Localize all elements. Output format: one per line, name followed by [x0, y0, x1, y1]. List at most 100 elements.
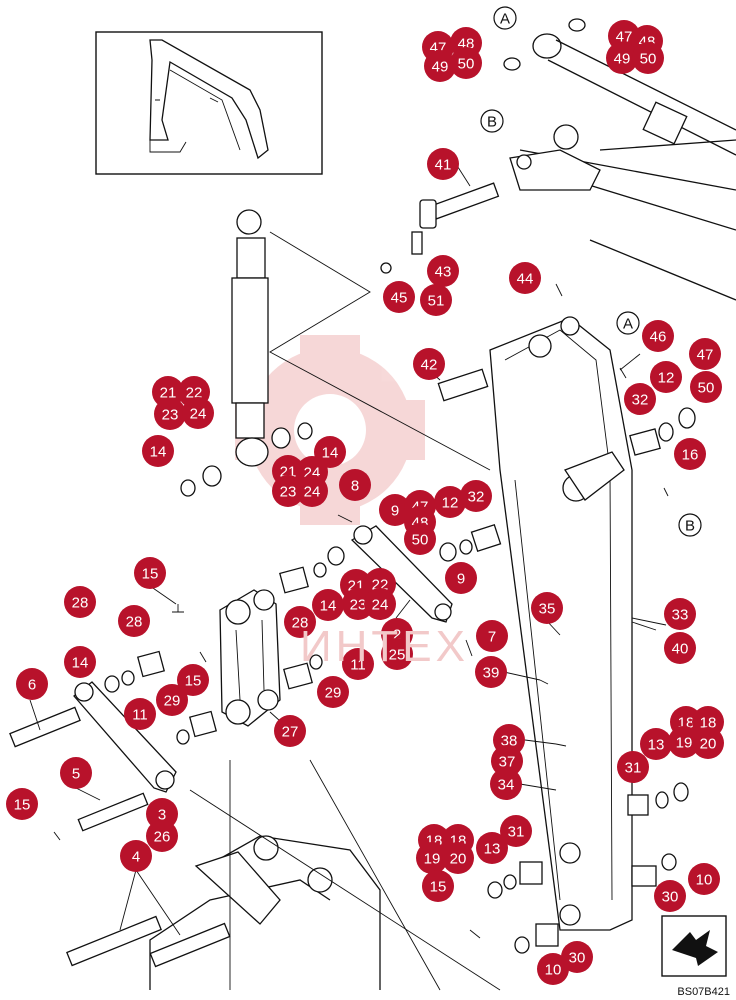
svg-text:24: 24	[304, 484, 321, 501]
pins	[9, 706, 231, 968]
callout-47: 47	[689, 338, 721, 370]
svg-text:28: 28	[72, 595, 89, 612]
svg-text:11: 11	[132, 707, 148, 724]
callout-23: 23	[154, 398, 186, 430]
svg-text:44: 44	[517, 271, 534, 288]
direction-icon	[661, 915, 727, 977]
bucket-cylinder	[231, 209, 491, 471]
callout-20: 20	[692, 727, 724, 759]
callout-15: 15	[177, 664, 209, 696]
callout-44: 44	[509, 262, 541, 294]
svg-text:14: 14	[150, 444, 167, 461]
callout-6: 6	[16, 668, 48, 700]
arm-body	[437, 316, 667, 931]
callout-25: 25	[381, 638, 413, 670]
svg-text:14: 14	[322, 445, 339, 462]
svg-text:37: 37	[499, 754, 516, 771]
callout-15: 15	[134, 557, 166, 589]
callout-30: 30	[654, 880, 686, 912]
svg-text:40: 40	[672, 641, 689, 658]
callout-31: 31	[617, 751, 649, 783]
svg-text:28: 28	[126, 614, 143, 631]
callout-28: 28	[118, 605, 150, 637]
callout-28: 28	[284, 606, 316, 638]
svg-text:6: 6	[28, 677, 36, 694]
svg-text:10: 10	[696, 872, 713, 889]
svg-text:45: 45	[391, 290, 408, 307]
callout-49: 49	[606, 42, 638, 74]
svg-text:15: 15	[185, 673, 202, 690]
svg-text:16: 16	[682, 447, 699, 464]
svg-text:34: 34	[498, 777, 515, 794]
callout-49: 49	[424, 50, 456, 82]
svg-text:15: 15	[142, 566, 159, 583]
svg-text:33: 33	[672, 607, 689, 624]
svg-text:29: 29	[325, 685, 342, 702]
callout-9: 9	[445, 562, 477, 594]
svg-text:B: B	[487, 114, 497, 131]
overview-inset	[95, 31, 323, 175]
svg-text:41: 41	[435, 157, 452, 174]
callout-46: 46	[642, 320, 674, 352]
svg-text:24: 24	[190, 406, 207, 423]
svg-text:28: 28	[292, 615, 309, 632]
bucket	[149, 759, 501, 991]
svg-text:12: 12	[442, 495, 459, 512]
fittings	[53, 367, 669, 939]
svg-text:18: 18	[700, 715, 717, 732]
callout-50: 50	[632, 42, 664, 74]
svg-text:A: A	[500, 11, 510, 28]
callout-27: 27	[274, 715, 306, 747]
svg-text:30: 30	[569, 950, 586, 967]
callout-19: 19	[416, 842, 448, 874]
callout-12: 12	[650, 361, 682, 393]
svg-text:50: 50	[640, 51, 657, 68]
svg-text:4: 4	[132, 849, 140, 866]
callout-51: 51	[420, 284, 452, 316]
letter-marker-a: A	[616, 311, 640, 335]
svg-text:12: 12	[658, 370, 675, 387]
svg-text:9: 9	[457, 571, 465, 588]
callout-29: 29	[317, 676, 349, 708]
callout-50: 50	[690, 371, 722, 403]
link-3	[73, 681, 177, 793]
callout-15: 15	[422, 870, 454, 902]
callout-42: 42	[413, 348, 445, 380]
svg-text:26: 26	[154, 829, 171, 846]
svg-text:27: 27	[282, 724, 299, 741]
callout-14: 14	[142, 435, 174, 467]
watermark-text: ИНТЕХ	[300, 622, 469, 671]
callout-50: 50	[404, 523, 436, 555]
svg-text:14: 14	[72, 655, 89, 672]
callout-34: 34	[490, 768, 522, 800]
callout-3: 3	[146, 798, 178, 830]
svg-text:50: 50	[698, 380, 715, 397]
callout-39: 39	[475, 656, 507, 688]
svg-text:29: 29	[164, 693, 181, 710]
link-2	[350, 525, 453, 623]
letter-marker-b: B	[480, 109, 504, 133]
svg-text:7: 7	[488, 629, 496, 646]
svg-text:50: 50	[458, 56, 475, 73]
svg-text:47: 47	[697, 347, 714, 364]
svg-text:49: 49	[432, 59, 449, 76]
callout-11: 11	[342, 648, 374, 680]
callout-12: 12	[434, 486, 466, 518]
callout-19: 19	[668, 726, 700, 758]
svg-text:30: 30	[662, 889, 679, 906]
svg-text:23: 23	[350, 597, 367, 614]
callout-35: 35	[531, 592, 563, 624]
svg-text:42: 42	[421, 357, 438, 374]
callout-23: 23	[272, 475, 304, 507]
svg-text:43: 43	[435, 264, 452, 281]
callout-41: 41	[427, 148, 459, 180]
svg-text:10: 10	[545, 962, 562, 979]
callout-37: 37	[491, 745, 523, 777]
callout-40: 40	[664, 632, 696, 664]
svg-text:13: 13	[648, 737, 665, 754]
callout-14: 14	[64, 646, 96, 678]
svg-text:23: 23	[280, 484, 297, 501]
svg-text:8: 8	[351, 478, 359, 495]
callout-33: 33	[664, 598, 696, 630]
